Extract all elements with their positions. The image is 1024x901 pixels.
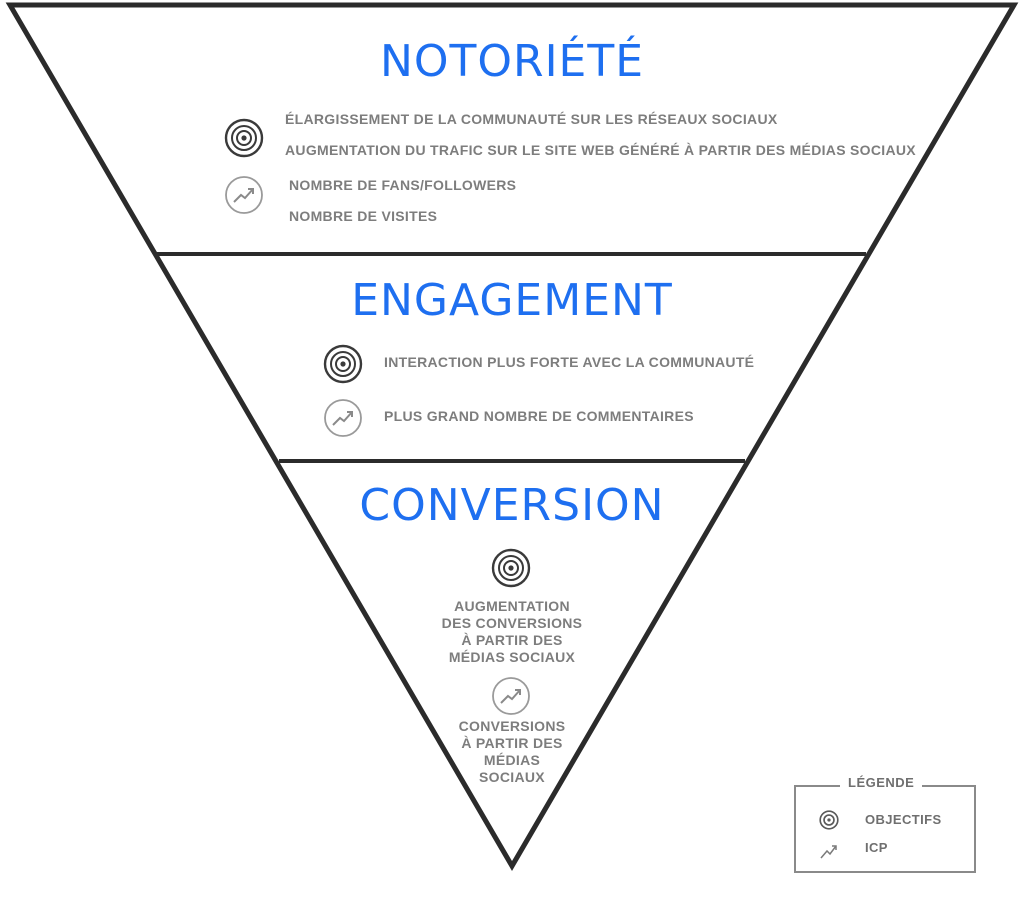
stage-title-notoriete: NOTORIÉTÉ xyxy=(379,36,645,87)
legend-objectives-label: OBJECTIFS xyxy=(865,812,942,827)
objective-text: AUGMENTATION DU TRAFIC SUR LE SITE WEB G… xyxy=(285,142,916,158)
kpi-text: NOMBRE DE VISITES xyxy=(289,208,438,224)
legend: LÉGENDE OBJECTIFS ICP xyxy=(782,763,997,885)
kpi-text: NOMBRE DE FANS/FOLLOWERS xyxy=(289,177,517,193)
target-icon xyxy=(224,118,264,158)
trend-up-icon xyxy=(323,398,363,438)
trend-up-icon xyxy=(491,676,531,716)
funnel-outline xyxy=(5,2,1019,871)
legend-title: LÉGENDE xyxy=(840,775,923,790)
target-icon xyxy=(491,548,531,588)
objective-text: ÉLARGISSEMENT DE LA COMMUNAUTÉ SUR LES R… xyxy=(285,111,778,127)
trend-up-icon xyxy=(224,175,264,215)
objective-text: INTERACTION PLUS FORTE AVEC LA COMMUNAUT… xyxy=(384,354,755,370)
trend-up-icon xyxy=(818,841,840,861)
target-icon xyxy=(818,809,840,831)
stage-title-engagement: ENGAGEMENT xyxy=(351,275,673,326)
kpi-text: CONVERSIONS À PARTIR DES MÉDIAS SOCIAUX xyxy=(458,718,566,785)
kpi-text: PLUS GRAND NOMBRE DE COMMENTAIRES xyxy=(384,408,694,424)
objective-text: AUGMENTATION DES CONVERSIONS À PARTIR DE… xyxy=(441,598,583,665)
legend-kpi-label: ICP xyxy=(865,840,888,855)
stage-title-conversion: CONVERSION xyxy=(359,480,665,531)
target-icon xyxy=(323,344,363,384)
